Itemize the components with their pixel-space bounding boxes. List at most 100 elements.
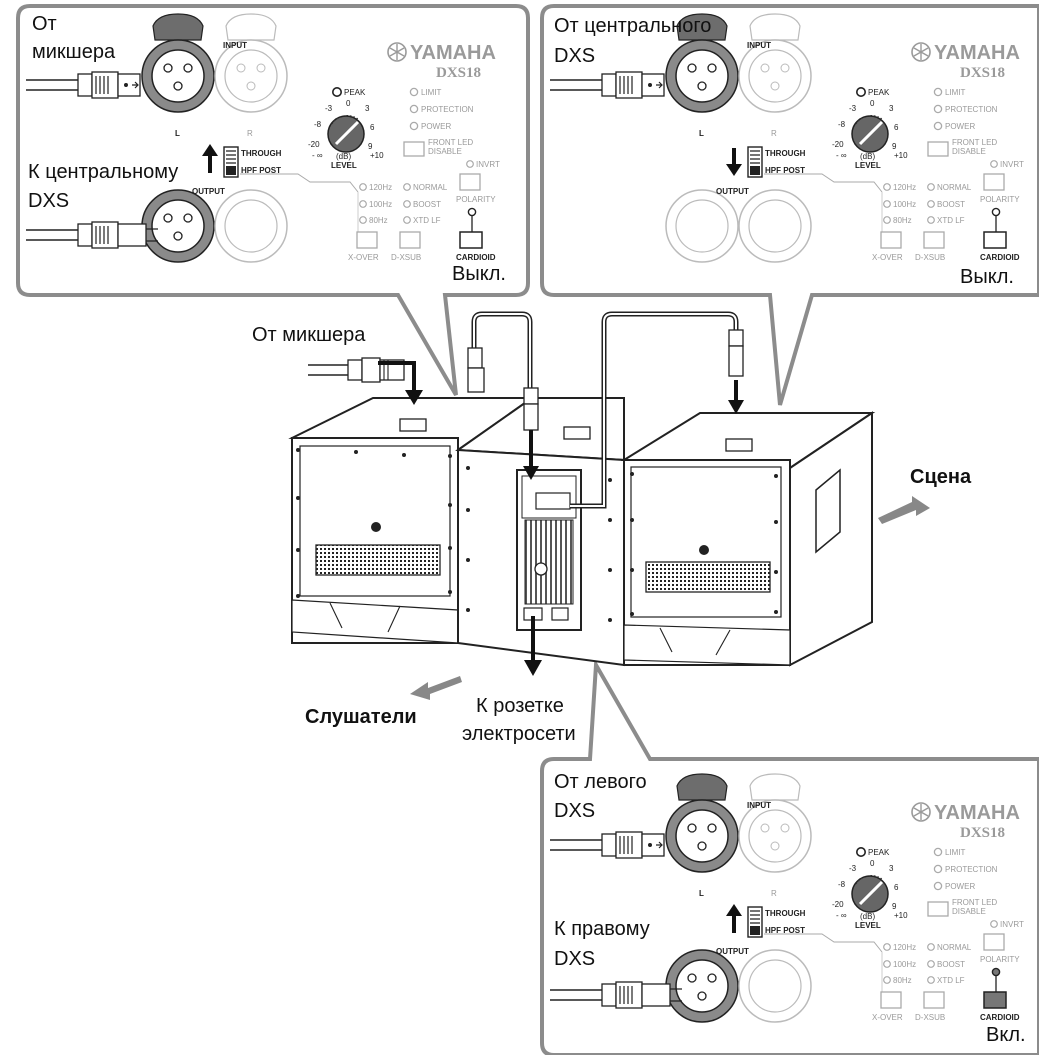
- dial-tick-label: -8: [838, 120, 846, 129]
- dial-tick-label: 0: [346, 99, 351, 108]
- panel-label-x-over: X-OVER: [872, 1013, 903, 1022]
- panel-label-polarity: POLARITY: [980, 955, 1020, 964]
- panel-label-cardioid: CARDIOID: [456, 253, 496, 262]
- panel3-lower-line1: К правому: [554, 918, 650, 940]
- panel-label-polarity: POLARITY: [456, 195, 496, 204]
- model-name: DXS18: [960, 825, 1005, 841]
- panel-label-right: R: [771, 889, 777, 898]
- panel-label-disable: DISABLE: [952, 907, 986, 916]
- panel-label-input: INPUT: [747, 801, 771, 810]
- panel-label-normal: NORMAL: [413, 183, 448, 192]
- panel-label-hz80: 80Hz: [893, 976, 912, 985]
- dial-tick-label: 0: [870, 859, 875, 868]
- panel1-caption-line1: От: [32, 13, 57, 35]
- panel-label-hz100: 100Hz: [369, 200, 392, 209]
- panel-label-level: LEVEL: [331, 161, 357, 170]
- dial-tick-label: -3: [325, 104, 333, 113]
- panel-label-output: OUTPUT: [716, 947, 749, 956]
- panel-label-front-led: FRONT LED: [952, 138, 997, 147]
- dial-tick-label: -3: [849, 864, 857, 873]
- panel-label-limit: LIMIT: [421, 88, 442, 97]
- model-name: DXS18: [436, 65, 481, 81]
- panel1-lower-line2: DXS: [28, 190, 69, 212]
- dial-tick-label: -3: [849, 104, 857, 113]
- panel-label-db: (dB): [336, 152, 351, 161]
- stage-label: Сцена: [910, 466, 972, 488]
- panel-label-right: R: [247, 129, 253, 138]
- dial-tick-label: +10: [894, 151, 908, 160]
- panel-label-through: THROUGH: [241, 149, 282, 158]
- panel2-state: Выкл.: [960, 266, 1014, 288]
- panel-label-db: (dB): [860, 152, 875, 161]
- dial-tick-label: 6: [894, 123, 899, 132]
- panel-label-left: L: [699, 889, 704, 898]
- panel-label-db: (dB): [860, 912, 875, 921]
- brand-logo-text: YAMAHA: [934, 42, 1020, 64]
- panel-label-left: L: [699, 129, 704, 138]
- panel-label-invrt: INVRT: [1000, 920, 1024, 929]
- panel-top-right: [548, 12, 1007, 263]
- panel-label-protection: PROTECTION: [945, 865, 998, 874]
- panel-label-cardioid: CARDIOID: [980, 253, 1020, 262]
- panel-label-peak: PEAK: [868, 848, 890, 857]
- dial-tick-label: 3: [365, 104, 370, 113]
- panel2-caption-line2: DXS: [554, 45, 595, 67]
- panel3-state: Вкл.: [986, 1024, 1026, 1046]
- dial-tick-label: -8: [838, 880, 846, 889]
- panel-label-through: THROUGH: [765, 149, 806, 158]
- panel-label-hz120: 120Hz: [369, 183, 392, 192]
- panel-small-print: INPUT L R PEAK LIMIT PROTECTION POWER FRONT LED…: [175, 41, 1024, 1022]
- panel-label-left: L: [175, 129, 180, 138]
- cables: [308, 311, 930, 700]
- panel-label-xtd-lf: XTD LF: [937, 216, 965, 225]
- panel-label-boost: BOOST: [937, 200, 965, 209]
- panel-label-protection: PROTECTION: [945, 105, 998, 114]
- panel-label-hpf-post: HPF POST: [765, 166, 805, 175]
- dial-tick-label: -20: [832, 140, 844, 149]
- dial-tick-label: - ∞: [312, 151, 323, 160]
- panel-label-hz120: 120Hz: [893, 183, 916, 192]
- panel-label-boost: BOOST: [413, 200, 441, 209]
- panel-label-hz100: 100Hz: [893, 960, 916, 969]
- panel-label-polarity: POLARITY: [980, 195, 1020, 204]
- panel-label-limit: LIMIT: [945, 88, 966, 97]
- panel-label-output: OUTPUT: [716, 187, 749, 196]
- panel-label-level: LEVEL: [855, 921, 881, 930]
- panel-label-xtd-lf: XTD LF: [937, 976, 965, 985]
- panel-label-output: OUTPUT: [192, 187, 225, 196]
- panel-label-hz80: 80Hz: [893, 216, 912, 225]
- panel-label-disable: DISABLE: [428, 147, 462, 156]
- panel3-caption-line1: От левого: [554, 771, 647, 793]
- panel-label-power: POWER: [945, 122, 975, 131]
- listeners-label: Слушатели: [305, 706, 417, 728]
- panel-label-hz100: 100Hz: [893, 200, 916, 209]
- panel-label-front-led: FRONT LED: [428, 138, 473, 147]
- panel1-lower-line1: К центральному: [28, 161, 178, 183]
- panel-label-power: POWER: [421, 122, 451, 131]
- panel1-state: Выкл.: [452, 263, 506, 285]
- to-outlet-label-line2: электросети: [462, 723, 576, 745]
- panel-top-left: [24, 12, 483, 263]
- dial-tick-label: 9: [368, 142, 373, 151]
- panel-label-through: THROUGH: [765, 909, 806, 918]
- dial-tick-label: -20: [832, 900, 844, 909]
- panel-label-cardioid: CARDIOID: [980, 1013, 1020, 1022]
- from-mixer-label: От микшера: [252, 324, 366, 346]
- panel-label-right: R: [771, 129, 777, 138]
- panel3-caption-line2: DXS: [554, 800, 595, 822]
- panel-label-power: POWER: [945, 882, 975, 891]
- dial-tick-label: 9: [892, 902, 897, 911]
- panel-label-level: LEVEL: [855, 161, 881, 170]
- dial-tick-label: +10: [894, 911, 908, 920]
- panel-label-d-xsub: D-XSUB: [915, 253, 945, 262]
- dial-tick-label: - ∞: [836, 151, 847, 160]
- panel-label-peak: PEAK: [868, 88, 890, 97]
- panel-label-hz120: 120Hz: [893, 943, 916, 952]
- dial-tick-label: 3: [889, 104, 894, 113]
- panel-label-normal: NORMAL: [937, 183, 972, 192]
- panel2-caption-line1: От центрального: [554, 15, 711, 37]
